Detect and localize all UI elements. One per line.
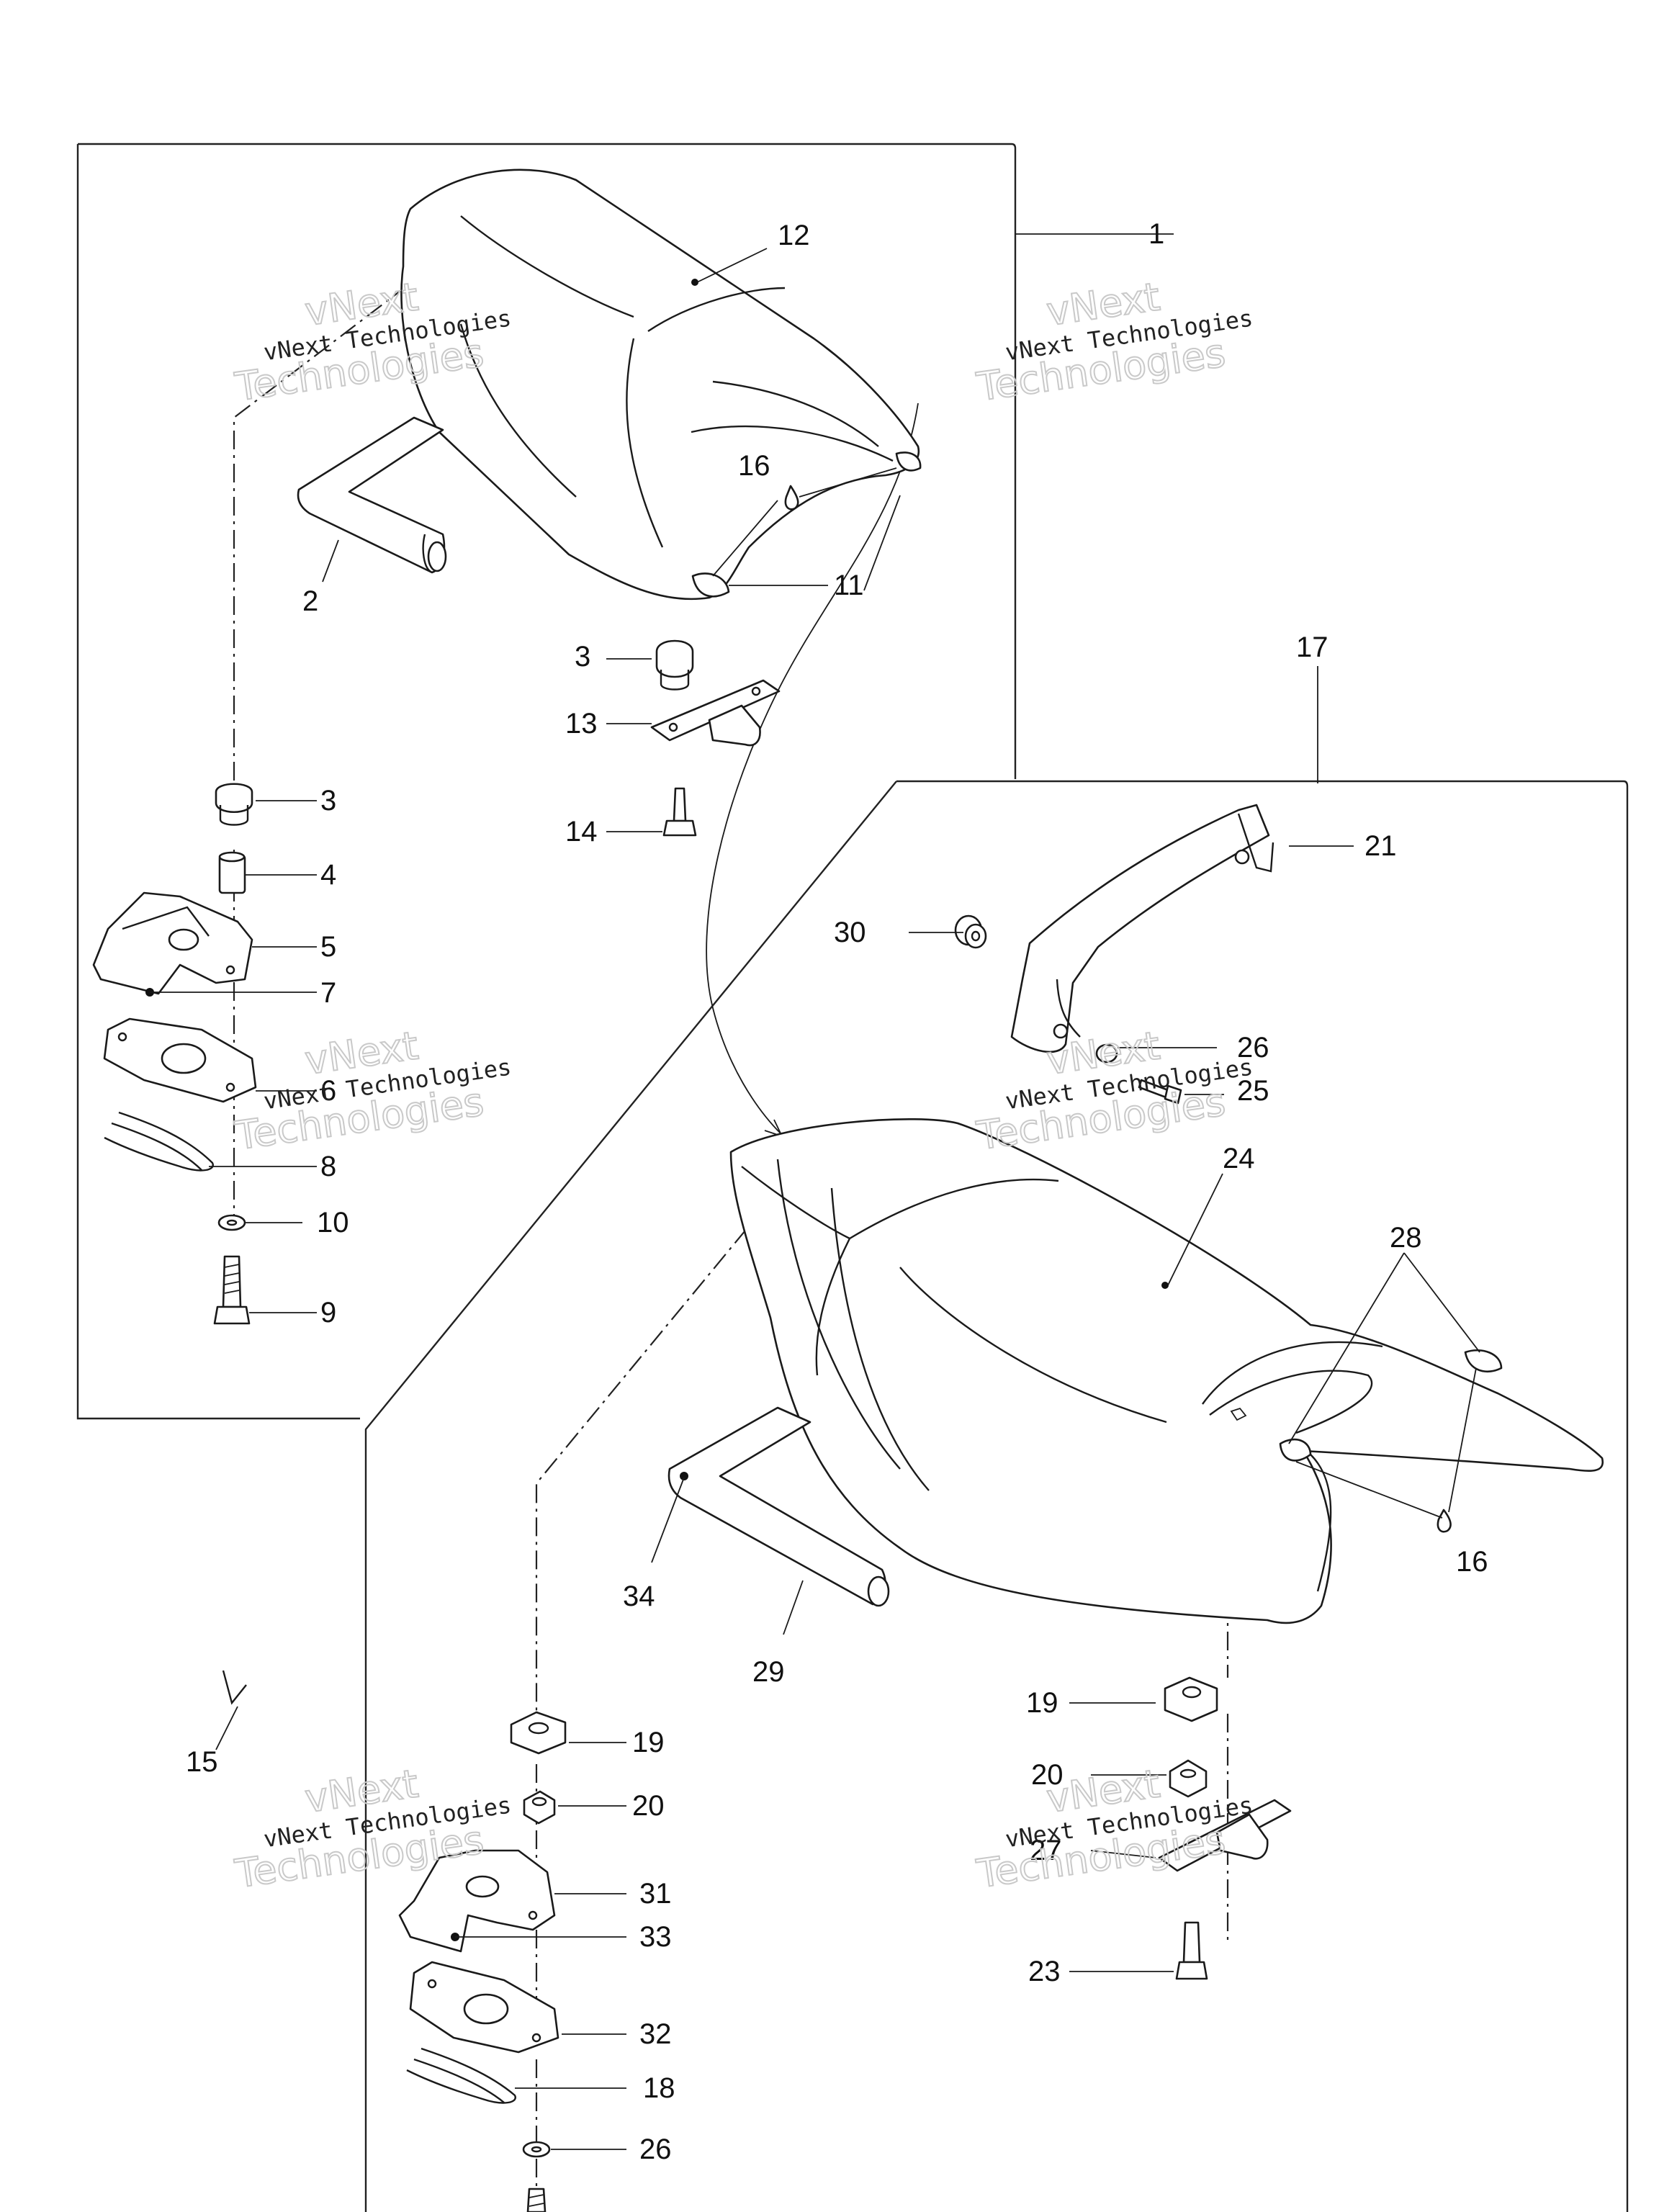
watermark-4: vNext Technologies vNext Technologies bbox=[973, 1022, 1254, 1159]
watermark-2: vNext Technologies vNext Technologies bbox=[973, 273, 1254, 410]
callout-3-upper: 3 bbox=[575, 641, 590, 673]
bumper-3-upper bbox=[655, 639, 694, 691]
callout-19-left: 19 bbox=[632, 1727, 665, 1758]
assembly-frame-1 bbox=[76, 143, 1017, 1420]
symbol-15 bbox=[222, 1670, 247, 1705]
washer-26-lower bbox=[522, 2141, 551, 2158]
leader-lines bbox=[150, 233, 1480, 2150]
adhesive-drop-16-lower bbox=[1437, 1509, 1452, 1533]
square-nut-19-left bbox=[510, 1711, 567, 1755]
callout-26-lower: 26 bbox=[639, 2134, 672, 2165]
callout-33: 33 bbox=[639, 1921, 672, 1953]
adhesive-drop-16-upper bbox=[784, 485, 799, 511]
screw-lower-left bbox=[526, 2188, 547, 2212]
grab-handle-21 bbox=[1010, 804, 1274, 1053]
callout-15: 15 bbox=[186, 1746, 218, 1778]
front-seat-12 bbox=[400, 168, 922, 601]
callout-34: 34 bbox=[623, 1581, 655, 1612]
spacer-4 bbox=[218, 851, 246, 894]
watermark-3: vNext Technologies vNext Technologies bbox=[231, 1022, 513, 1159]
callout-12: 12 bbox=[778, 220, 810, 251]
screw-14 bbox=[662, 787, 697, 837]
callout-16-lower: 16 bbox=[1456, 1546, 1488, 1578]
watermark-6: vNext Technologies vNext Technologies bbox=[973, 1760, 1254, 1897]
callout-18: 18 bbox=[643, 2072, 675, 2104]
latch-base-6 bbox=[103, 1017, 257, 1103]
callout-25: 25 bbox=[1237, 1075, 1269, 1107]
pad-profile-2 bbox=[297, 416, 447, 574]
callout-19-right: 19 bbox=[1026, 1687, 1058, 1719]
washer-26-upper bbox=[1095, 1043, 1118, 1064]
bracket-27 bbox=[1158, 1799, 1292, 1872]
assembly-frame-17 bbox=[364, 780, 1629, 2212]
latch-plate-5 bbox=[92, 891, 253, 997]
callout-7: 7 bbox=[320, 977, 336, 1009]
callout-13: 13 bbox=[565, 708, 598, 739]
nut-20-left bbox=[523, 1790, 556, 1825]
callout-21: 21 bbox=[1364, 830, 1397, 862]
callout-31: 31 bbox=[639, 1878, 672, 1910]
callout-2: 2 bbox=[302, 585, 318, 617]
washer-10 bbox=[217, 1214, 246, 1231]
watermark-1: vNext Technologies vNext Technologies bbox=[231, 273, 513, 410]
nut-20-right bbox=[1169, 1759, 1208, 1798]
callout-4: 4 bbox=[320, 859, 336, 891]
screw-23 bbox=[1175, 1921, 1208, 1980]
callout-3-lower: 3 bbox=[320, 785, 336, 817]
bracket-13 bbox=[650, 679, 781, 747]
callout-6: 6 bbox=[320, 1075, 336, 1107]
screw-25 bbox=[1138, 1079, 1182, 1105]
spring-clip-8 bbox=[104, 1111, 214, 1172]
callout-16-upper: 16 bbox=[738, 450, 770, 482]
pad-profile-29 bbox=[667, 1406, 890, 1607]
callout-8: 8 bbox=[320, 1151, 336, 1182]
callout-14: 14 bbox=[565, 816, 598, 848]
screw-9 bbox=[213, 1255, 251, 1325]
grommet-30 bbox=[954, 914, 987, 949]
callout-20-left: 20 bbox=[632, 1790, 665, 1822]
latch-base-32 bbox=[409, 1961, 559, 2054]
bumper-3-lower bbox=[215, 783, 253, 826]
rear-seat-24 bbox=[729, 1118, 1604, 1624]
callout-labels: 1 2 3 3 4 5 7 6 8 10 9 11 12 13 14 16 15… bbox=[186, 218, 1488, 2165]
callout-1: 1 bbox=[1148, 218, 1164, 250]
callout-20-right: 20 bbox=[1031, 1759, 1064, 1791]
callout-5: 5 bbox=[320, 931, 336, 963]
callout-32: 32 bbox=[639, 2018, 672, 2050]
callout-17: 17 bbox=[1296, 631, 1328, 663]
callout-27: 27 bbox=[1030, 1835, 1062, 1866]
callout-23: 23 bbox=[1028, 1956, 1061, 1987]
callout-28: 28 bbox=[1390, 1222, 1422, 1254]
square-nut-19-right bbox=[1164, 1676, 1218, 1722]
callout-10: 10 bbox=[317, 1207, 349, 1238]
callout-30: 30 bbox=[834, 917, 866, 948]
callout-9: 9 bbox=[320, 1297, 336, 1328]
latch-plate-31 bbox=[398, 1849, 556, 1953]
callout-24: 24 bbox=[1223, 1143, 1255, 1174]
callout-26-upper: 26 bbox=[1237, 1032, 1269, 1064]
spring-clip-18 bbox=[406, 2047, 516, 2104]
callout-11: 11 bbox=[834, 570, 864, 601]
callout-29: 29 bbox=[752, 1656, 785, 1688]
